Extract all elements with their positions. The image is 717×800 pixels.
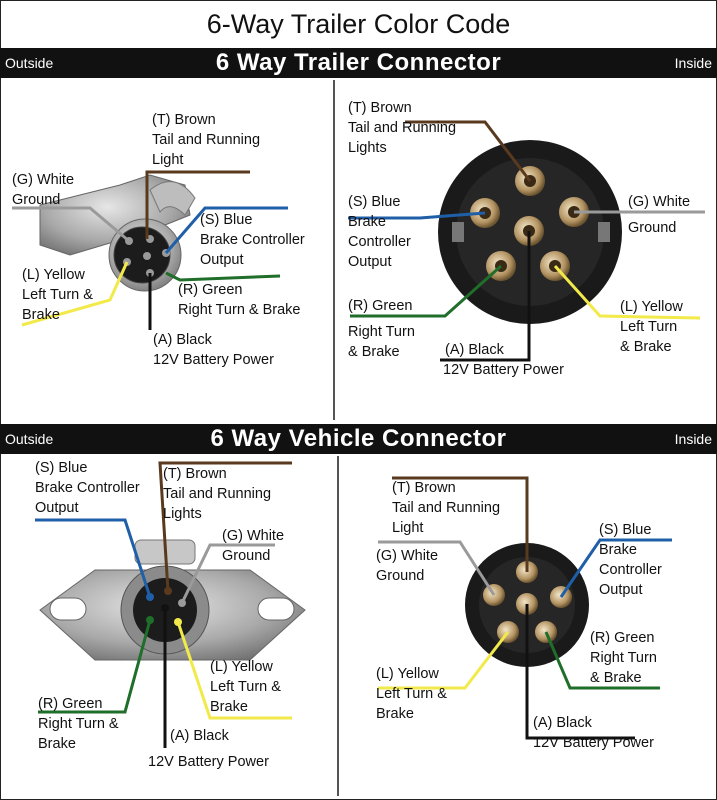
trailer-outside-blue-label: (S) Blue Brake Controller Output xyxy=(200,212,305,268)
vehicle-outside-black-label: (A) Black 12V Battery Power xyxy=(148,728,269,770)
vehicle-outside-yellow-wire xyxy=(176,621,292,720)
vehicle-inside-blue-label: (S) Blue Brake Controller Output xyxy=(599,522,662,598)
vehicle-inside-label: Inside xyxy=(674,431,712,447)
trailer-outside-label: Outside xyxy=(5,55,54,71)
vehicle-outside-yellow-label: (L) Yellow Left Turn & Brake xyxy=(210,659,281,715)
vehicle-inside-yellow-wire xyxy=(378,631,510,690)
trailer-outside-blue-wire xyxy=(164,206,288,254)
vehicle-outside-blue-label: (S) Blue Brake Controller Output xyxy=(35,460,140,516)
trailer-inside-green-wire xyxy=(350,264,502,318)
trailer-inside-black-wire xyxy=(440,231,531,362)
vehicle-inside-brown-wire xyxy=(392,476,529,572)
vehicle-inside-blue-wire xyxy=(559,538,672,598)
trailer-outside-green-label: (R) Green Right Turn & Brake xyxy=(178,282,301,318)
vehicle-inside-green-label: (R) Green Right Turn & Brake xyxy=(590,630,657,686)
trailer-inside-yellow-label: (L) Yellow Left Turn & Brake xyxy=(620,299,683,355)
trailer-outside-brown-label: (T) Brown Tail and Running Light xyxy=(152,112,261,168)
vehicle-outside-brown-wire xyxy=(158,461,292,592)
trailer-inside-blue-wire xyxy=(348,211,486,220)
page-title: 6-Way Trailer Color Code xyxy=(206,9,511,39)
vehicle-divider xyxy=(337,456,339,796)
trailer-inside-brown-label: (T) Brown Tail and Running Lights xyxy=(348,100,457,156)
trailer-outside-connector xyxy=(39,174,196,292)
vehicle-section-header: Outside 6 Way Vehicle Connector Inside xyxy=(0,424,717,454)
trailer-outside-green-wire xyxy=(165,271,281,282)
trailer-outside-brown-wire xyxy=(145,170,250,239)
vehicle-inside-white-label: (G) White Ground xyxy=(376,548,439,584)
trailer-outside-yellow-wire xyxy=(21,261,129,327)
trailer-heading: 6 Way Trailer Connector xyxy=(215,49,502,76)
trailer-outside-yellow-label: (L) Yellow Left Turn & Brake xyxy=(22,267,93,323)
trailer-inside-white-label: (G) White Ground xyxy=(628,194,691,236)
vehicle-outside-brown-label: (T) Brown Tail and Running Lights xyxy=(163,466,272,522)
trailer-divider xyxy=(333,80,335,420)
trailer-outside-white-wire xyxy=(12,206,130,243)
vehicle-heading: 6 Way Vehicle Connector xyxy=(210,425,507,452)
vehicle-outside-white-wire xyxy=(180,543,275,604)
trailer-inside-green-label: (R) Green Right Turn & Brake xyxy=(348,298,415,360)
vehicle-outside-blue-wire xyxy=(35,518,152,598)
trailer-section-header: Outside 6 Way Trailer Connector Inside xyxy=(0,48,717,78)
vehicle-inside-green-wire xyxy=(544,631,660,690)
vehicle-outside-white-label: (G) White Ground xyxy=(222,528,285,564)
trailer-outside-white-label: (G) White Ground xyxy=(12,172,75,208)
vehicle-inside-white-wire xyxy=(378,540,496,596)
vehicle-inside-black-wire xyxy=(525,604,635,740)
trailer-inside-black-label: (A) Black 12V Battery Power xyxy=(443,342,564,378)
trailer-inside-label: Inside xyxy=(674,55,712,71)
trailer-inside-brown-wire xyxy=(405,120,532,182)
vehicle-inside-yellow-label: (L) Yellow Left Turn & Brake xyxy=(376,666,447,722)
vehicle-outside-label: Outside xyxy=(5,431,54,447)
vehicle-outside-green-wire xyxy=(38,619,152,714)
vehicle-inside-brown-label: (T) Brown Tail and Running Light xyxy=(392,480,501,536)
vehicle-inside-black-label: (A) Black 12V Battery Power xyxy=(533,715,654,751)
trailer-inside-yellow-wire xyxy=(553,264,701,320)
trailer-outside-black-label: (A) Black 12V Battery Power xyxy=(153,332,274,368)
trailer-inside-blue-label: (S) Blue Brake Controller Output xyxy=(348,194,411,270)
vehicle-outside-green-label: (R) Green Right Turn & Brake xyxy=(38,696,119,752)
